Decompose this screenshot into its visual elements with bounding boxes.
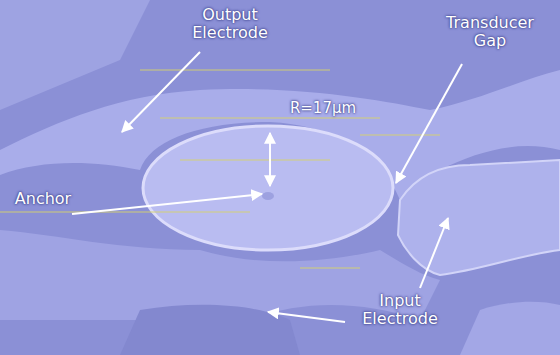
part-label: Anchor	[8, 190, 78, 208]
scan-lines	[0, 70, 440, 268]
part-label: Output Electrode	[180, 6, 280, 43]
output-electrode-edge	[0, 0, 150, 110]
disk-resonator	[143, 126, 393, 250]
input-electrode	[398, 160, 560, 275]
part-label: Input Electrode	[345, 292, 455, 329]
substrate-step	[460, 302, 560, 355]
part-label: R=17μm	[278, 100, 368, 117]
part-label: Transducer Gap	[430, 14, 550, 51]
dimension-arrow	[269, 133, 271, 186]
anchor-post	[262, 192, 274, 200]
leader-lines	[72, 52, 462, 322]
